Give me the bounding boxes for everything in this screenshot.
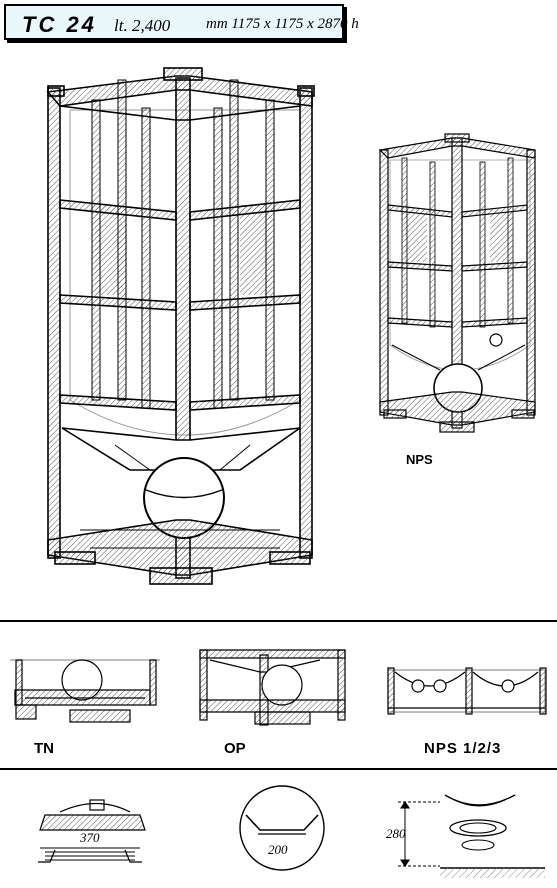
title-banner: TC 24 lt. 2,400 mm 1175 x 1175 x 2870 h bbox=[4, 4, 359, 40]
divider-bottom bbox=[0, 768, 557, 770]
clearance-height-label: 280 bbox=[386, 826, 406, 841]
capacity-text: lt. 2,400 bbox=[114, 16, 171, 35]
outlet-diameter-label: 200 bbox=[268, 842, 288, 857]
variant-op-drawing bbox=[199, 649, 346, 726]
lid-diameter-label: 370 bbox=[80, 830, 100, 845]
nps-label: NPS bbox=[406, 452, 433, 467]
clearance-detail-drawing bbox=[398, 794, 545, 878]
variant-nps-drawing bbox=[387, 667, 547, 715]
model-code: TC 24 bbox=[22, 12, 97, 37]
nps-container-drawing bbox=[378, 133, 536, 433]
variant-tn-drawing bbox=[10, 659, 160, 723]
main-container-drawing bbox=[46, 67, 315, 585]
dimensions-text: mm 1175 x 1175 x 2870 h bbox=[206, 16, 359, 32]
lid-detail-drawing bbox=[38, 799, 146, 863]
variant-nps-label: NPS 1/2/3 bbox=[424, 740, 502, 757]
outlet-detail-drawing bbox=[239, 785, 325, 871]
variant-op-label: OP bbox=[224, 740, 246, 757]
divider-top bbox=[0, 620, 557, 622]
variant-tn-label: TN bbox=[34, 740, 54, 757]
